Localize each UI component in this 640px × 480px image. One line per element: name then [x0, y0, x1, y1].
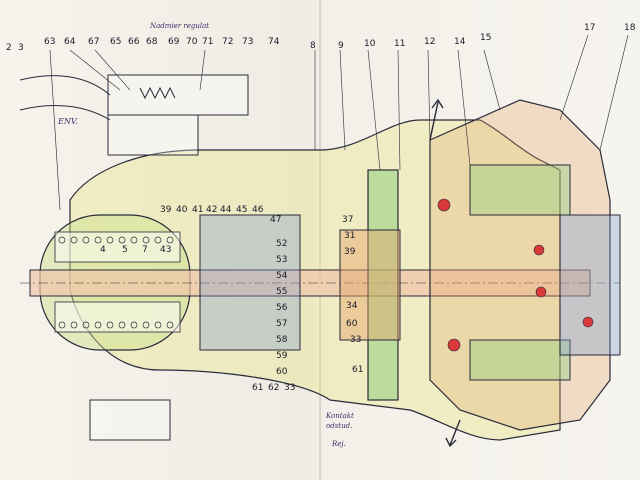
callout-57: 57 — [276, 319, 287, 329]
callout-54: 54 — [276, 271, 288, 281]
valve-body — [107, 74, 249, 116]
coil-pack-bottom — [54, 301, 181, 333]
callout-17: 17 — [584, 23, 595, 33]
callout-61: 61 — [252, 383, 263, 393]
callouts-column-b: 37 31 39 34 60 33 61 — [342, 215, 363, 375]
callout-44: 44 — [220, 205, 232, 215]
callout-68: 68 — [146, 37, 158, 47]
callout-10: 10 — [364, 39, 376, 49]
callout-63: 63 — [44, 37, 55, 47]
callouts-column-a: 47 52 53 54 55 56 57 58 59 60 61 62 33 — [252, 215, 295, 393]
callout-14: 14 — [454, 37, 466, 47]
leader-lines — [49, 34, 629, 211]
callout-60: 60 — [346, 319, 358, 329]
callout-67: 67 — [88, 37, 99, 47]
callout-52: 52 — [276, 239, 287, 249]
callout-56: 56 — [276, 303, 288, 313]
env-cable-2 — [19, 104, 111, 121]
bottom-connector — [89, 399, 171, 441]
callout-4: 4 — [100, 245, 106, 255]
callout-61: 61 — [352, 365, 363, 375]
callout-45: 45 — [236, 205, 247, 215]
callout-3: 3 — [18, 43, 24, 53]
callout-41: 41 — [192, 205, 203, 215]
center-flange — [367, 169, 399, 401]
flow-arrow-top — [429, 98, 444, 141]
callout-72: 72 — [222, 37, 233, 47]
callouts-top-row: 63 64 67 65 66 68 69 70 71 72 73 74 8 9 10 11 12 14 15 17 18 — [44, 23, 636, 51]
bottom-note-line-1: Kontakt — [325, 412, 354, 420]
valve-spring — [139, 86, 176, 100]
callout-34: 34 — [346, 301, 358, 311]
top-note: Nadmier regulat — [149, 22, 209, 30]
callout-69: 69 — [168, 37, 180, 47]
bottom-note-line-3: Rej. — [331, 440, 346, 448]
output-bearing — [559, 214, 621, 356]
callout-5: 5 — [122, 245, 128, 255]
gear-stack-lower — [469, 339, 571, 381]
callout-12: 12 — [424, 37, 435, 47]
callout-53: 53 — [276, 255, 287, 265]
callout-65: 65 — [110, 37, 121, 47]
callout-7: 7 — [142, 245, 148, 255]
center-flange-hub — [339, 229, 401, 341]
callout-8: 8 — [310, 41, 316, 51]
callout-58: 58 — [276, 335, 288, 345]
callout-43: 43 — [160, 245, 171, 255]
callout-71: 71 — [202, 37, 213, 47]
callout-18: 18 — [624, 23, 636, 33]
callout-73: 73 — [242, 37, 253, 47]
callout-33: 33 — [284, 383, 295, 393]
callout-64: 64 — [64, 37, 76, 47]
callout-46: 46 — [252, 205, 264, 215]
bottom-note-line-2: odstud. — [326, 422, 352, 430]
callout-55: 55 — [276, 287, 287, 297]
callout-37: 37 — [342, 215, 353, 225]
callout-47: 47 — [270, 215, 281, 225]
callout-40: 40 — [176, 205, 188, 215]
gearbox-housing — [429, 99, 611, 431]
callout-62: 62 — [268, 383, 279, 393]
callout-11: 11 — [394, 39, 405, 49]
blue-carrier — [199, 214, 301, 351]
callout-74: 74 — [268, 37, 280, 47]
flow-arrow-bottom — [445, 419, 461, 448]
callout-15: 15 — [480, 33, 491, 43]
env-label: ENV. — [57, 117, 78, 126]
callout-70: 70 — [186, 37, 198, 47]
callout-33: 33 — [350, 335, 361, 345]
callout-9: 9 — [338, 41, 344, 51]
callouts-shaft-row: 4 5 7 43 — [100, 245, 171, 255]
env-cable — [19, 75, 111, 96]
callout-39: 39 — [344, 247, 356, 257]
coil-dots — [58, 236, 174, 329]
callout-39: 39 — [160, 205, 172, 215]
callout-60: 60 — [276, 367, 288, 377]
callout-42: 42 — [206, 205, 217, 215]
callout-2: 2 — [6, 43, 12, 53]
gear-stack — [469, 164, 571, 216]
callout-59: 59 — [276, 351, 288, 361]
callout-31: 31 — [344, 231, 355, 241]
callout-66: 66 — [128, 37, 140, 47]
red-bolt-heads — [437, 198, 594, 352]
valve-block — [107, 114, 199, 156]
